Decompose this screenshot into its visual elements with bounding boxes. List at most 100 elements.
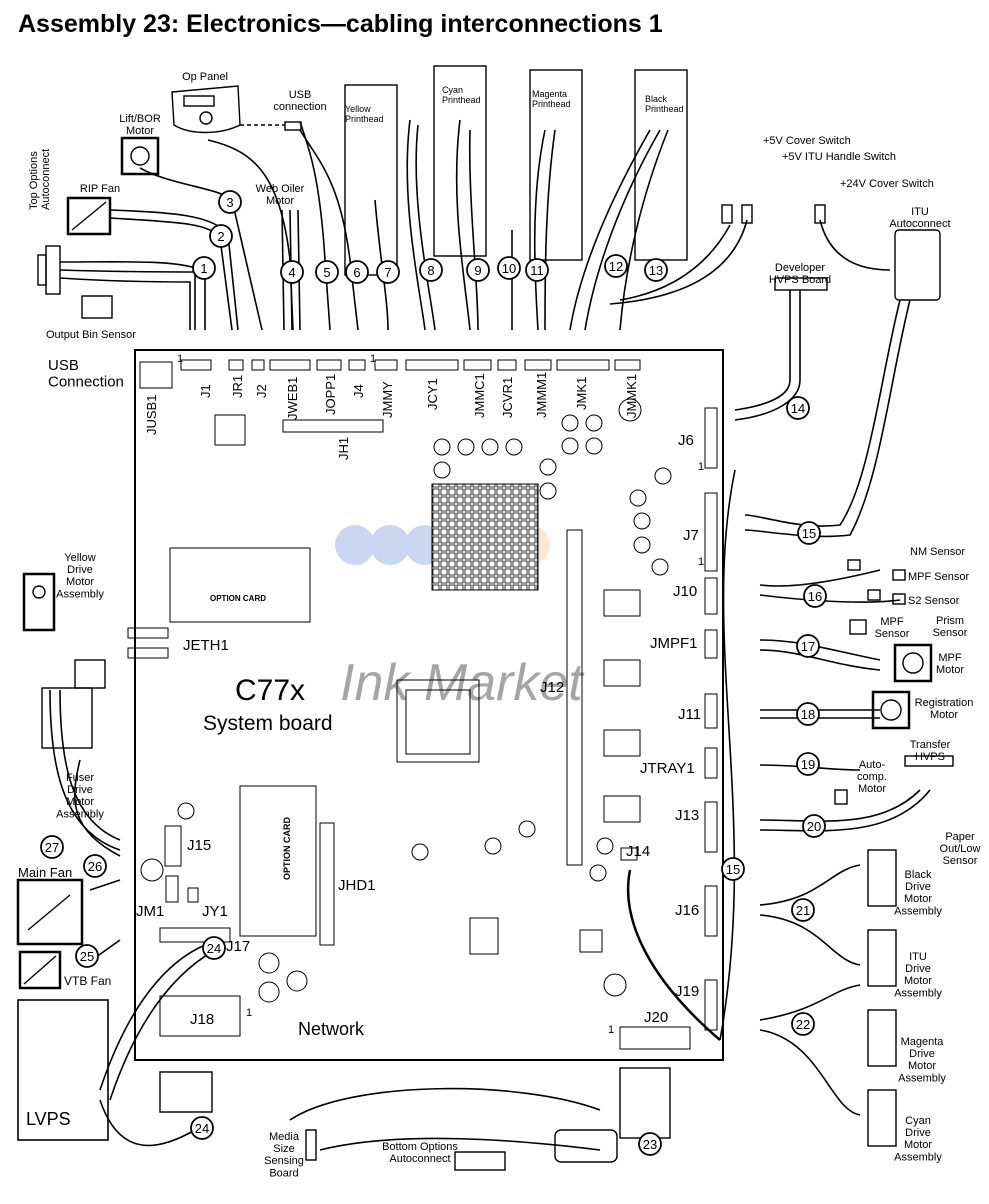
label-mpf-sensor-right: MPF Sensor [908,571,969,583]
cable-callout-2: 2 [209,224,233,248]
label-J20: J20 [644,1009,668,1026]
label-J16: J16 [675,902,699,919]
cable-callout-12: 12 [604,254,628,278]
label-J1: J1 [198,384,213,398]
label-op-panel: Op Panel [182,71,228,83]
label-JY1: JY1 [202,903,228,920]
label-JMMM1: JMMM1 [534,372,549,418]
cable-callout-7: 7 [376,260,400,284]
svg-text:9: 9 [474,263,481,278]
label-JMPF1: JMPF1 [650,635,698,652]
label-JCY1: JCY1 [425,378,440,410]
svg-text:20: 20 [807,819,821,834]
cable-callout-10: 10 [497,256,521,280]
cable-callout-8: 8 [419,258,443,282]
label-J7: J7 [683,527,699,544]
op-panel-shape [171,85,241,134]
watermark-text: Ink Market [340,654,585,712]
svg-text:1: 1 [370,353,376,365]
label-J13: J13 [675,807,699,824]
svg-text:2: 2 [217,229,224,244]
svg-text:12: 12 [609,259,623,274]
label-J19: J19 [675,983,699,1000]
label-JMMY: JMMY [380,381,395,418]
svg-text:11: 11 [530,263,544,278]
label-JR1: JR1 [230,375,245,398]
label-J12: J12 [540,679,564,696]
label-JUSB1: JUSB1 [144,395,159,435]
svg-text:1: 1 [698,556,704,568]
svg-text:1: 1 [608,1024,614,1036]
svg-text:17: 17 [801,639,815,654]
label-J14: J14 [626,843,650,860]
label-J6: J6 [678,432,694,449]
svg-text:1: 1 [200,261,207,276]
cable-callout-15b: 15 [721,857,745,881]
svg-text:22: 22 [796,1017,810,1032]
label-JTRAY1: JTRAY1 [640,760,695,777]
label-autocomp-motor: Auto-comp.Motor [857,759,887,795]
cable-callout-26: 26 [83,854,107,878]
svg-text:14: 14 [791,401,805,416]
label-JMK1: JMK1 [574,377,589,410]
svg-text:27: 27 [45,840,59,855]
cable-callout-24: 24 [202,936,226,960]
cable-callout-16: 16 [803,584,827,608]
cable-callout-11: 11 [525,258,549,282]
svg-text:26: 26 [88,859,102,874]
label-J18: J18 [190,1011,214,1028]
svg-text:5: 5 [323,265,330,280]
cable-callout-20: 20 [802,814,826,838]
cable-callout-1: 1 [192,256,216,280]
cable-callout-17: 17 [796,634,820,658]
cable-callout-13: 13 [644,258,668,282]
cable-callout-24b: 24 [190,1116,214,1140]
svg-text:15: 15 [802,526,816,541]
system-board: C77x System board Network [127,349,724,1061]
svg-text:6: 6 [353,265,360,280]
label-J17: J17 [226,938,250,955]
cable-callout-6: 6 [345,260,369,284]
components [16,65,954,1171]
label-JM1: JM1 [136,903,164,920]
svg-text:1: 1 [246,1007,252,1019]
cable-callout-25: 25 [75,944,99,968]
board-name: C77x [235,674,305,707]
cable-callout-19: 19 [796,752,820,776]
svg-text:23: 23 [643,1137,657,1152]
svg-text:8: 8 [427,263,434,278]
label-nm-sensor: NM Sensor [910,546,965,558]
svg-text:18: 18 [801,707,815,722]
label-J4: J4 [351,384,366,398]
label-s2-sensor: S2 Sensor [908,595,960,607]
label-JMMC1: JMMC1 [472,373,487,418]
option-card-label-2: OPTION CARD [282,816,292,880]
svg-text:1: 1 [698,461,704,473]
label-rip-fan: RIP Fan [80,183,120,195]
label-5v-cover-switch: +5V Cover Switch [763,135,851,147]
label-J11: J11 [678,706,701,723]
board-subtitle: System board [203,712,333,735]
label-J2: J2 [254,384,269,398]
svg-text:16: 16 [808,589,822,604]
cable-callout-18: 18 [796,702,820,726]
cable-callout-5: 5 [315,260,339,284]
